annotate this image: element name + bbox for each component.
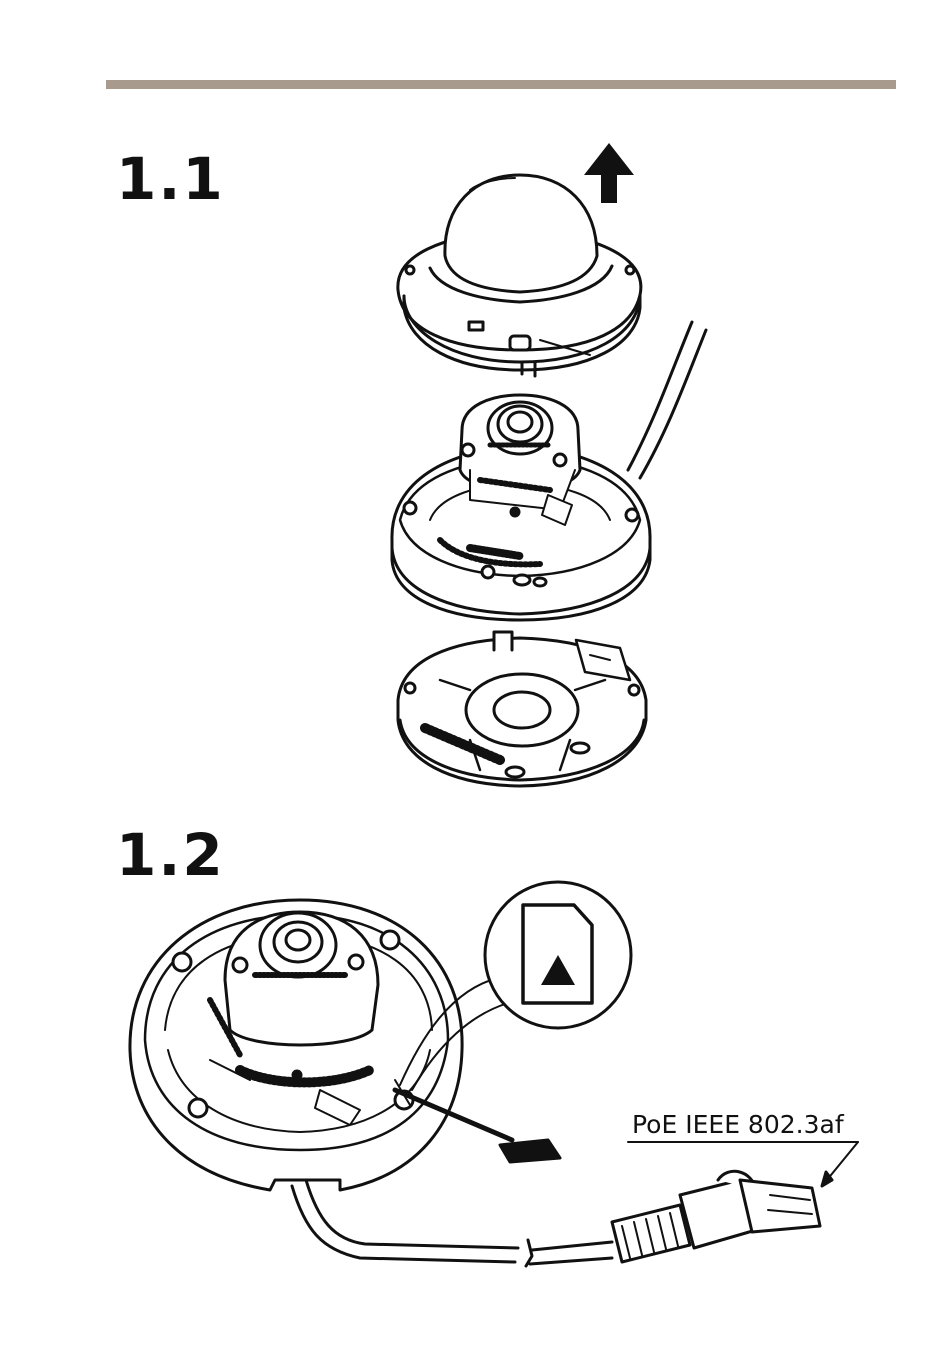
network-cable-2 xyxy=(292,1180,612,1266)
camera-open-view xyxy=(130,900,462,1190)
mounting-base xyxy=(398,632,646,786)
arrow-up-icon xyxy=(584,143,634,203)
network-cable xyxy=(628,322,706,478)
sd-card-callout xyxy=(485,882,631,1028)
dome-cover xyxy=(398,175,641,376)
camera-body xyxy=(392,395,650,620)
poe-standard-label: PoE IEEE 802.3af xyxy=(632,1110,844,1139)
sd-card-icon xyxy=(523,905,592,1003)
rj45-connector xyxy=(612,1171,820,1262)
